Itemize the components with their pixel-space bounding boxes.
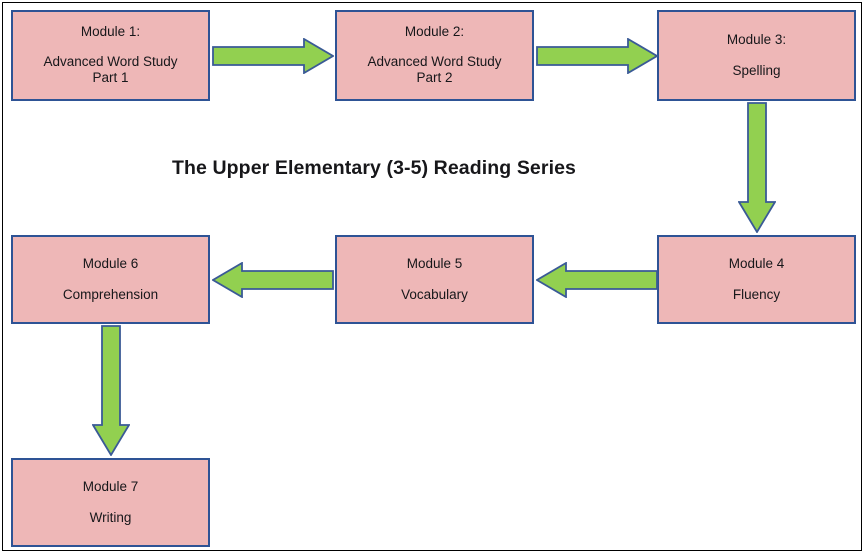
node-module-5[interactable]: Module 5 Vocabulary (335, 235, 534, 324)
node-module-3-subtitle: Spelling (732, 62, 781, 78)
node-module-3[interactable]: Module 3: Spelling (657, 10, 856, 101)
arrow-module-5-to-module-6 (212, 262, 334, 298)
node-module-4-subtitle: Fluency (732, 286, 781, 302)
arrow-module-2-to-module-3 (536, 38, 658, 74)
node-module-6-title: Module 6 (82, 255, 139, 271)
arrow-module-6-to-module-7 (92, 325, 130, 456)
node-module-3-title: Module 3: (726, 31, 787, 47)
node-module-5-subtitle: Vocabulary (401, 286, 468, 302)
arrow-module-1-to-module-2 (212, 38, 334, 74)
node-module-4[interactable]: Module 4 Fluency (657, 235, 856, 324)
node-module-1-title: Module 1: (80, 23, 141, 39)
node-module-1-subtitle: Advanced Word Study Part 1 (43, 53, 178, 86)
node-module-2[interactable]: Module 2: Advanced Word Study Part 2 (335, 10, 534, 101)
node-module-1[interactable]: Module 1: Advanced Word Study Part 1 (11, 10, 210, 101)
arrow-module-3-to-module-4 (738, 102, 776, 233)
node-module-4-title: Module 4 (728, 255, 785, 271)
node-module-2-title: Module 2: (404, 23, 465, 39)
node-module-7[interactable]: Module 7 Writing (11, 458, 210, 547)
arrow-module-4-to-module-5 (536, 262, 658, 298)
node-module-5-title: Module 5 (406, 255, 463, 271)
node-module-6-subtitle: Comprehension (62, 286, 159, 302)
node-module-7-subtitle: Writing (89, 509, 132, 525)
page-title: The Upper Elementary (3-5) Reading Serie… (172, 157, 576, 179)
node-module-6[interactable]: Module 6 Comprehension (11, 235, 210, 324)
node-module-2-subtitle: Advanced Word Study Part 2 (367, 53, 502, 86)
node-module-7-title: Module 7 (82, 478, 139, 494)
